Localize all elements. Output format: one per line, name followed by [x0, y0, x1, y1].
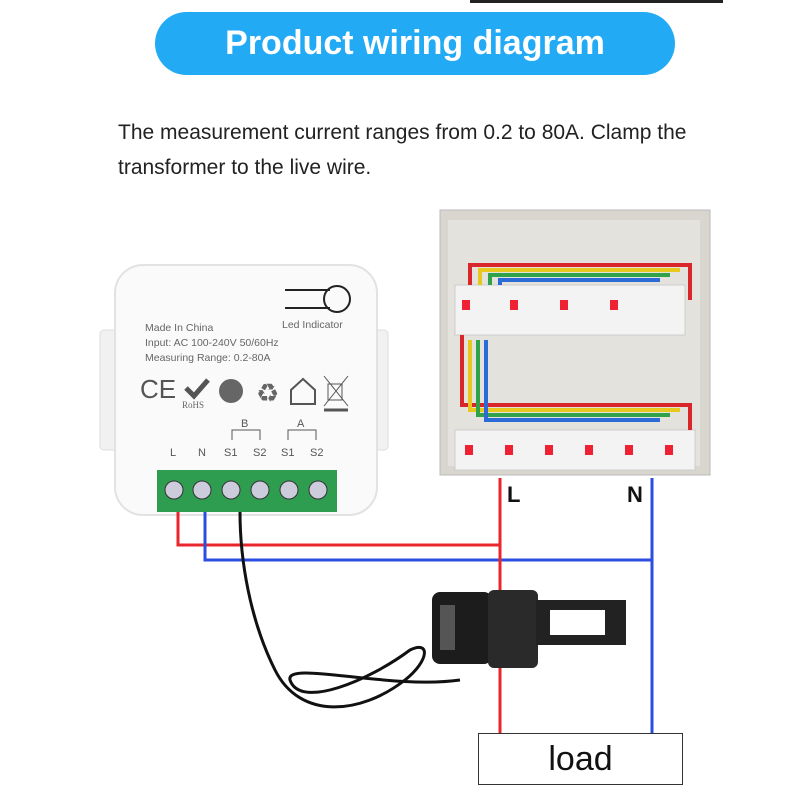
- terminal-label: N: [198, 447, 206, 459]
- ct-cable: [238, 511, 461, 709]
- distribution-panel: [439, 209, 711, 476]
- terminal-label: S2: [310, 447, 324, 459]
- ce-icon: CE: [140, 374, 176, 404]
- led-indicator-label: Led Indicator: [282, 319, 343, 331]
- energy-meter-module: CE ♻: [99, 264, 389, 516]
- led-indicator-icon: [323, 285, 351, 313]
- live-wire-to-module: [176, 512, 500, 547]
- live-label: L: [507, 482, 521, 507]
- top-edge-bar: [470, 0, 723, 3]
- neutral-wire-to-module: [203, 512, 652, 562]
- terminal-label: L: [170, 447, 177, 459]
- terminal-label: S1: [281, 447, 295, 459]
- terminal-block: [157, 470, 337, 512]
- range-spec: Measuring Range: 0.2-80A: [145, 352, 271, 364]
- rohs-label: RoHS: [182, 400, 205, 410]
- recycle-icon: ♻: [256, 378, 279, 408]
- page-title: Product wiring diagram: [155, 12, 675, 75]
- description: The measurement current ranges from 0.2 …: [118, 121, 687, 179]
- input-spec: Input: AC 100-240V 50/60Hz: [145, 337, 279, 349]
- rohs-check-icon: [184, 378, 210, 400]
- current-clamp-ct: [432, 590, 626, 668]
- green-dot-icon: [219, 379, 243, 403]
- weee-bin-icon: [323, 375, 349, 412]
- terminal-label: S1: [224, 447, 238, 459]
- terminal-label: S2: [253, 447, 267, 459]
- house-icon: [290, 377, 316, 405]
- neutral-label: N: [627, 482, 643, 507]
- load-box: load: [478, 733, 683, 785]
- made-in-label: Made In China: [145, 322, 214, 334]
- group-a-label: A: [297, 418, 305, 430]
- group-b-label: B: [241, 418, 249, 430]
